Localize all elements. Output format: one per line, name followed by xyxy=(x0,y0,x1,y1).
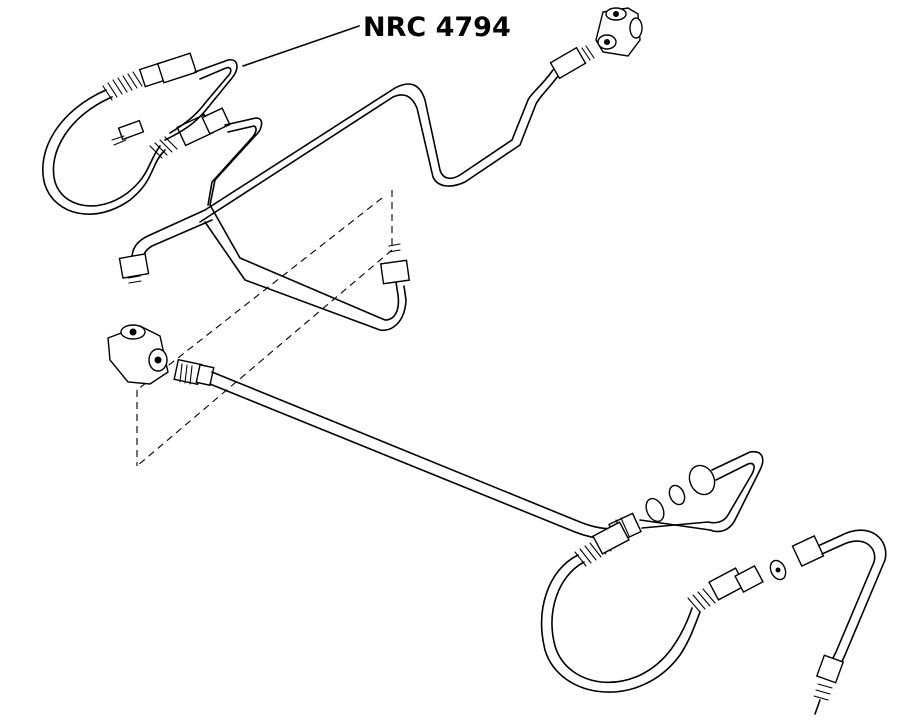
callout-leader-line xyxy=(242,25,360,67)
rear-brake-pipe xyxy=(791,529,887,715)
lower-union-cluster xyxy=(608,450,764,544)
part-number-label: NRC 4794 xyxy=(363,12,511,43)
upper-flexible-hose xyxy=(42,52,231,215)
lower-tee-piece xyxy=(107,324,169,385)
upper-tee-piece xyxy=(595,7,643,57)
alignment-lines xyxy=(136,190,393,467)
upper-brake-pipe xyxy=(118,45,595,331)
lower-flexible-hose xyxy=(540,521,787,693)
lower-brake-pipe xyxy=(173,358,621,540)
